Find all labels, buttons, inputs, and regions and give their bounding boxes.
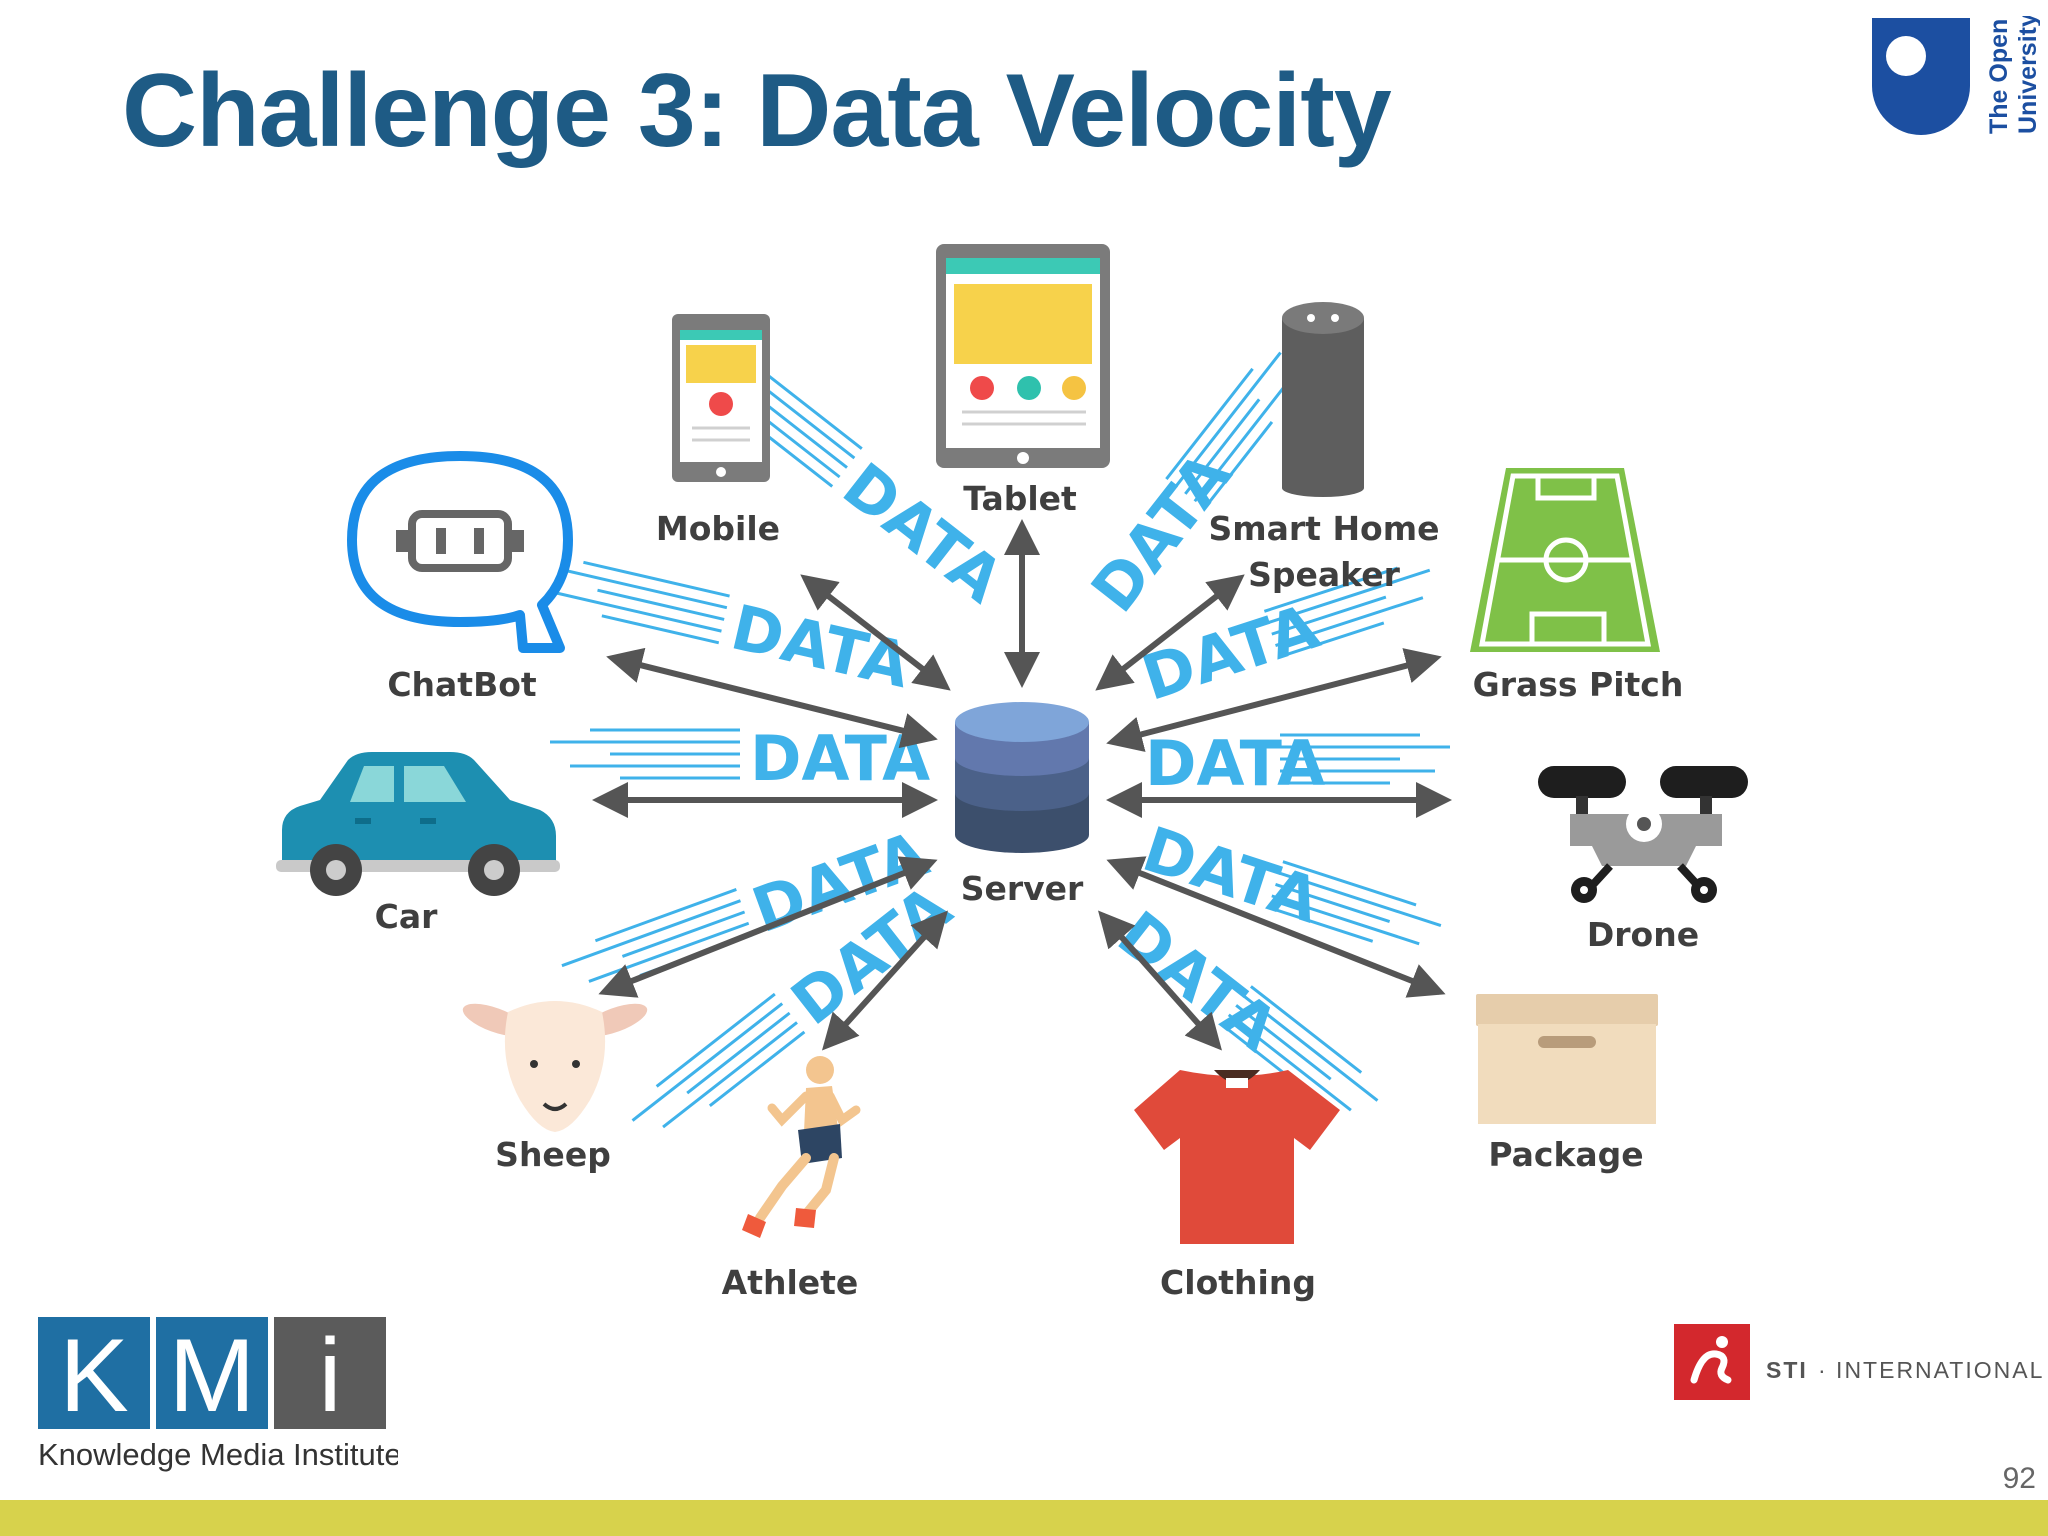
drone-label: Drone [1587,915,1699,954]
mobile-icon [672,314,770,482]
sti-international-logo: STI · INTERNATIONAL [1674,1324,2044,1400]
chatbot-icon [347,451,573,653]
kmi-letter-i: i [318,1318,341,1434]
athlete-label: Athlete [722,1263,859,1302]
arrow-clothing [1098,910,1222,1051]
drone-icon [1538,766,1748,903]
open-university-logo: The Open University [1872,16,2040,135]
server-icon [955,702,1089,853]
data-label: DATA [725,590,917,702]
server-label: Server [961,869,1084,908]
page-number: 92 [2002,1462,2036,1495]
footer-bar [0,1500,2048,1536]
package-label: Package [1488,1135,1643,1174]
data-label: DATA [830,448,1017,616]
grass-pitch-label: Grass Pitch [1473,665,1684,704]
kmi-full-name: Knowledge Media Institute [38,1437,398,1472]
kmi-letter-m: M [169,1318,256,1434]
t-shirt-icon [1134,1070,1340,1244]
arrow-athlete [821,910,949,1051]
sti-name: STI [1766,1357,1808,1383]
sheep-label: Sheep [495,1135,611,1174]
data-streak-car: DATA [550,722,930,795]
ou-text-line2: University [2014,16,2040,134]
ou-text-line1: The Open [1985,19,2013,134]
chatbot-label: ChatBot [387,665,537,704]
smart-home-label-line1: Smart Home [1208,509,1439,548]
slide-title: Challenge 3: Data Velocity [122,53,1392,169]
kmi-logo: K M i Knowledge Media Institute [38,1317,398,1472]
athlete-icon [742,1056,861,1238]
grass-pitch-icon [1470,468,1660,652]
sheep-icon [462,1001,648,1132]
mobile-label: Mobile [656,509,780,548]
tablet-label: Tablet [963,479,1077,518]
car-icon [276,752,560,896]
data-streak-chatbot: DATA [541,560,917,702]
arrow-grass-pitch [1106,648,1442,752]
package-icon [1476,994,1658,1124]
arrow-package [1106,856,1446,998]
sti-suffix: · INTERNATIONAL [1818,1357,2044,1383]
kmi-letter-k: K [59,1318,128,1434]
data-label: DATA [1145,727,1325,800]
smart-home-label-line2: Speaker [1248,555,1400,594]
arrow-sheep [598,856,938,998]
clothing-label: Clothing [1160,1263,1316,1302]
arrow-chatbot [606,647,938,749]
car-label: Car [375,897,438,936]
smart-speaker-icon [1282,302,1364,497]
data-streak-drone: DATA [1145,727,1450,800]
tablet-icon [936,244,1110,468]
